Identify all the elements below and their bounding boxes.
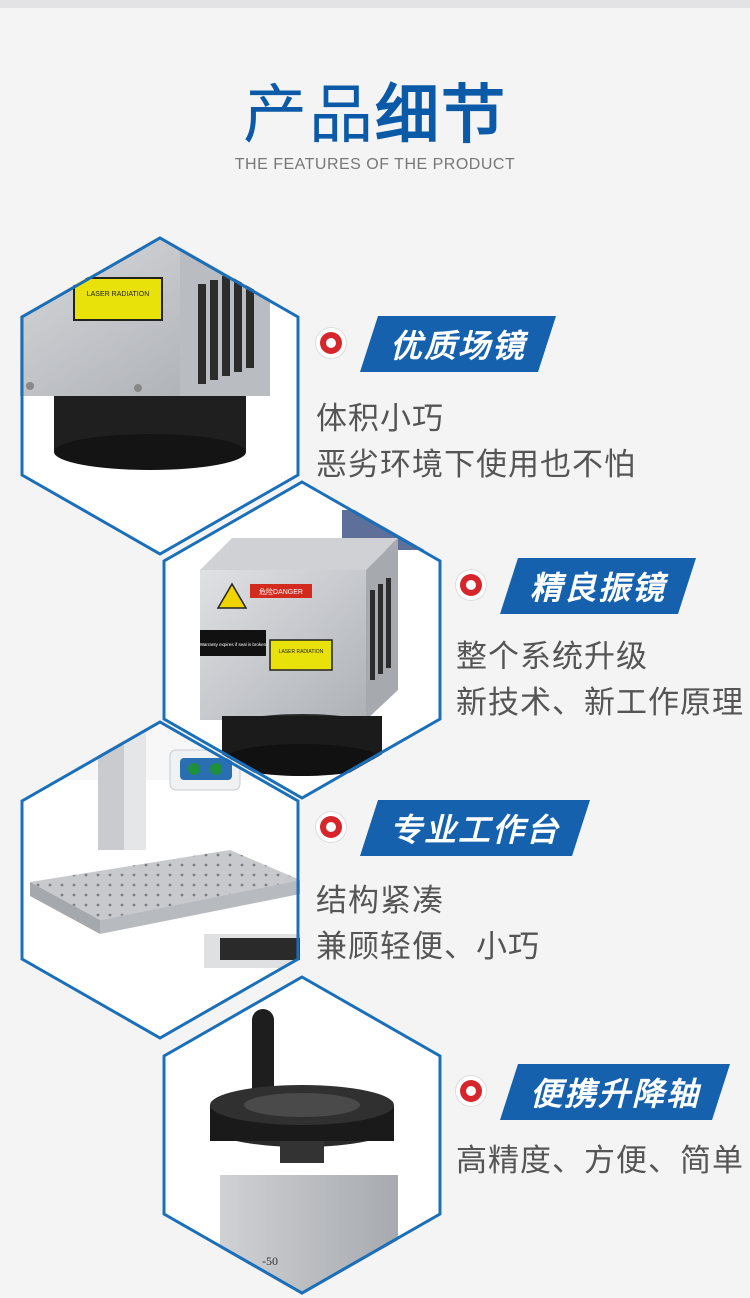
feature-text-line: 高精度、方便、简单 (456, 1143, 744, 1179)
target-icon (456, 570, 486, 600)
feature-banner: 精良振镜 (500, 558, 696, 614)
hex-image-workbench (20, 720, 300, 1040)
page-header: 产品细节 THE FEATURES OF THE PRODUCT (0, 78, 750, 174)
laser-label-text: LASER RADIATION (279, 649, 324, 655)
feature-field-lens: 优质场镜 体积小巧 恶劣环境下使用也不怕 (316, 316, 636, 488)
feature-text-line: 恶劣环境下使用也不怕 (316, 447, 636, 483)
laser-label-text: LASER RADIATION (87, 291, 150, 298)
vent-fins (198, 268, 254, 384)
keyboard-drawer (220, 938, 300, 960)
handle-grip (252, 1009, 274, 1109)
hex-image-field-lens: LASER RADIATION (20, 236, 300, 556)
vent-fins (370, 578, 391, 680)
lift-column-base (220, 1175, 398, 1295)
feature-text-line: 体积小巧 (316, 401, 444, 437)
laser-warning-label (73, 277, 163, 321)
warranty-seal (200, 630, 266, 656)
page-subtitle: THE FEATURES OF THE PRODUCT (234, 156, 516, 173)
feature-title: 优质场镜 (390, 327, 527, 365)
title-bold-part: 细节 (375, 79, 507, 153)
feature-banner: 便携升降轴 (500, 1064, 730, 1120)
page-title: 产品细节 (0, 78, 750, 154)
feature-banner: 专业工作台 (360, 800, 590, 856)
laser-hazard-icon (216, 582, 248, 609)
hex-image-lift-axis: -50 (162, 975, 442, 1295)
feature-title: 便携升降轴 (530, 1075, 701, 1113)
title-light-part: 产品 (243, 79, 375, 153)
feature-text-line: 兼顾轻便、小巧 (316, 929, 540, 965)
top-strip (0, 0, 750, 8)
control-panel (180, 758, 232, 780)
feature-galvo: 精良振镜 整个系统升级 新技术、新工作原理 (456, 558, 744, 726)
feature-text-line: 新技术、新工作原理 (456, 685, 744, 721)
scale-marking: -50 (262, 1254, 278, 1268)
target-icon (456, 1076, 486, 1106)
feature-lift-axis: 便携升降轴 高精度、方便、简单 (456, 1064, 744, 1184)
target-icon (316, 812, 346, 842)
danger-label-text: 危险DANGER (259, 587, 303, 596)
feature-workbench: 专业工作台 结构紧凑 兼顾轻便、小巧 (316, 800, 540, 970)
feature-text-line: 整个系统升级 (456, 639, 648, 675)
warranty-text: Warranty expires if seal is broken (200, 642, 267, 647)
hex-image-galvo: 危险DANGER Warranty expires if seal is bro… (162, 480, 442, 800)
feature-title: 专业工作台 (390, 811, 561, 849)
feature-banner: 优质场镜 (360, 316, 556, 372)
feature-text-line: 结构紧凑 (316, 883, 444, 919)
feature-title: 精良振镜 (530, 569, 667, 607)
target-icon (316, 328, 346, 358)
laser-warning-label (269, 639, 333, 671)
